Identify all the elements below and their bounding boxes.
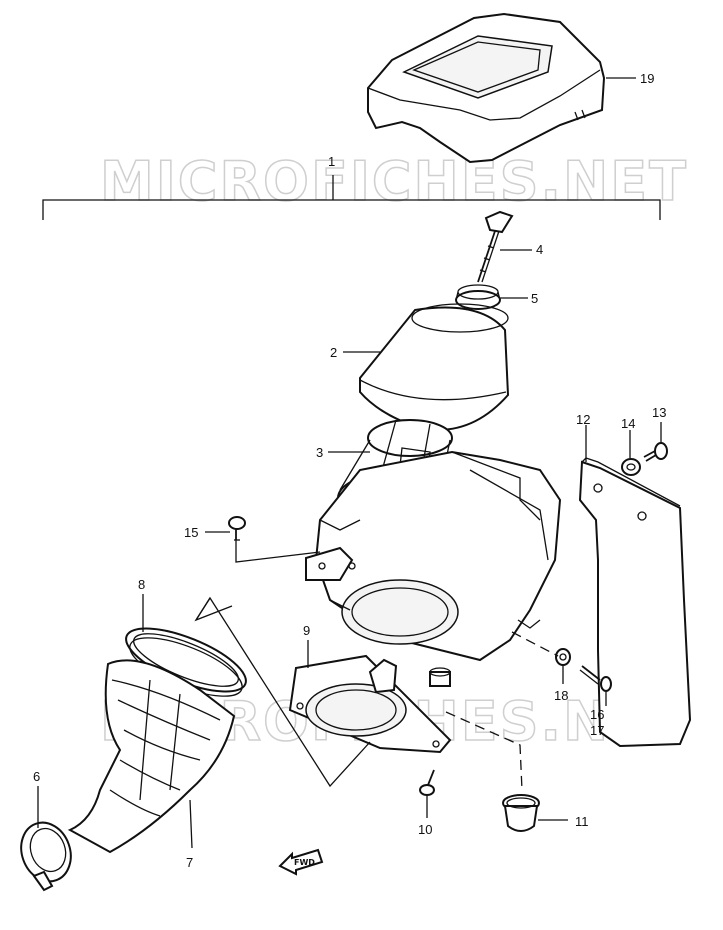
part-14-nut	[621, 458, 641, 476]
callout-11: 11	[575, 814, 589, 829]
callout-1: 1	[328, 154, 335, 169]
fwd-label: FWD	[294, 858, 315, 867]
fwd-arrow: FWD	[278, 848, 324, 876]
part-6-clamp	[20, 821, 72, 892]
callout-labels: 1 19 4 5 2 3 12 14 13 15 8 9 18 16 17 6 …	[33, 71, 666, 870]
callout-3: 3	[316, 445, 323, 460]
part-15-screw	[228, 516, 246, 541]
part-16-17-bolt	[579, 665, 612, 692]
callout-15: 15	[184, 525, 198, 540]
callout-19: 19	[640, 71, 654, 86]
part-9-flange	[288, 654, 452, 754]
part-12-mud-guard	[578, 457, 692, 748]
part-19-top-cover	[367, 12, 606, 164]
callout-17: 17	[590, 723, 604, 738]
callout-2: 2	[330, 345, 337, 360]
callout-5: 5	[531, 291, 538, 306]
callout-16: 16	[590, 707, 604, 722]
assembly-bracket	[42, 175, 661, 220]
callout-14: 14	[621, 416, 635, 431]
part-18-washer	[555, 648, 571, 666]
callout-9: 9	[303, 623, 310, 638]
callout-12: 12	[576, 412, 590, 427]
air-box-housing	[305, 450, 562, 687]
callout-18: 18	[554, 688, 568, 703]
part-10-screw	[419, 769, 435, 796]
watermark-top: MICROFICHES.NET	[100, 150, 688, 213]
part-11-plug	[502, 794, 540, 832]
callout-6: 6	[33, 769, 40, 784]
callout-13: 13	[652, 405, 666, 420]
callout-4: 4	[536, 242, 543, 257]
callout-8: 8	[138, 577, 145, 592]
part-7-intake-tube	[67, 659, 236, 854]
callout-7: 7	[186, 855, 193, 870]
callout-10: 10	[418, 822, 432, 837]
leader-lines	[37, 77, 662, 849]
part-4-wing-bolt	[477, 210, 514, 283]
part-13-screw	[643, 442, 668, 462]
part-2-air-filter	[359, 303, 510, 431]
